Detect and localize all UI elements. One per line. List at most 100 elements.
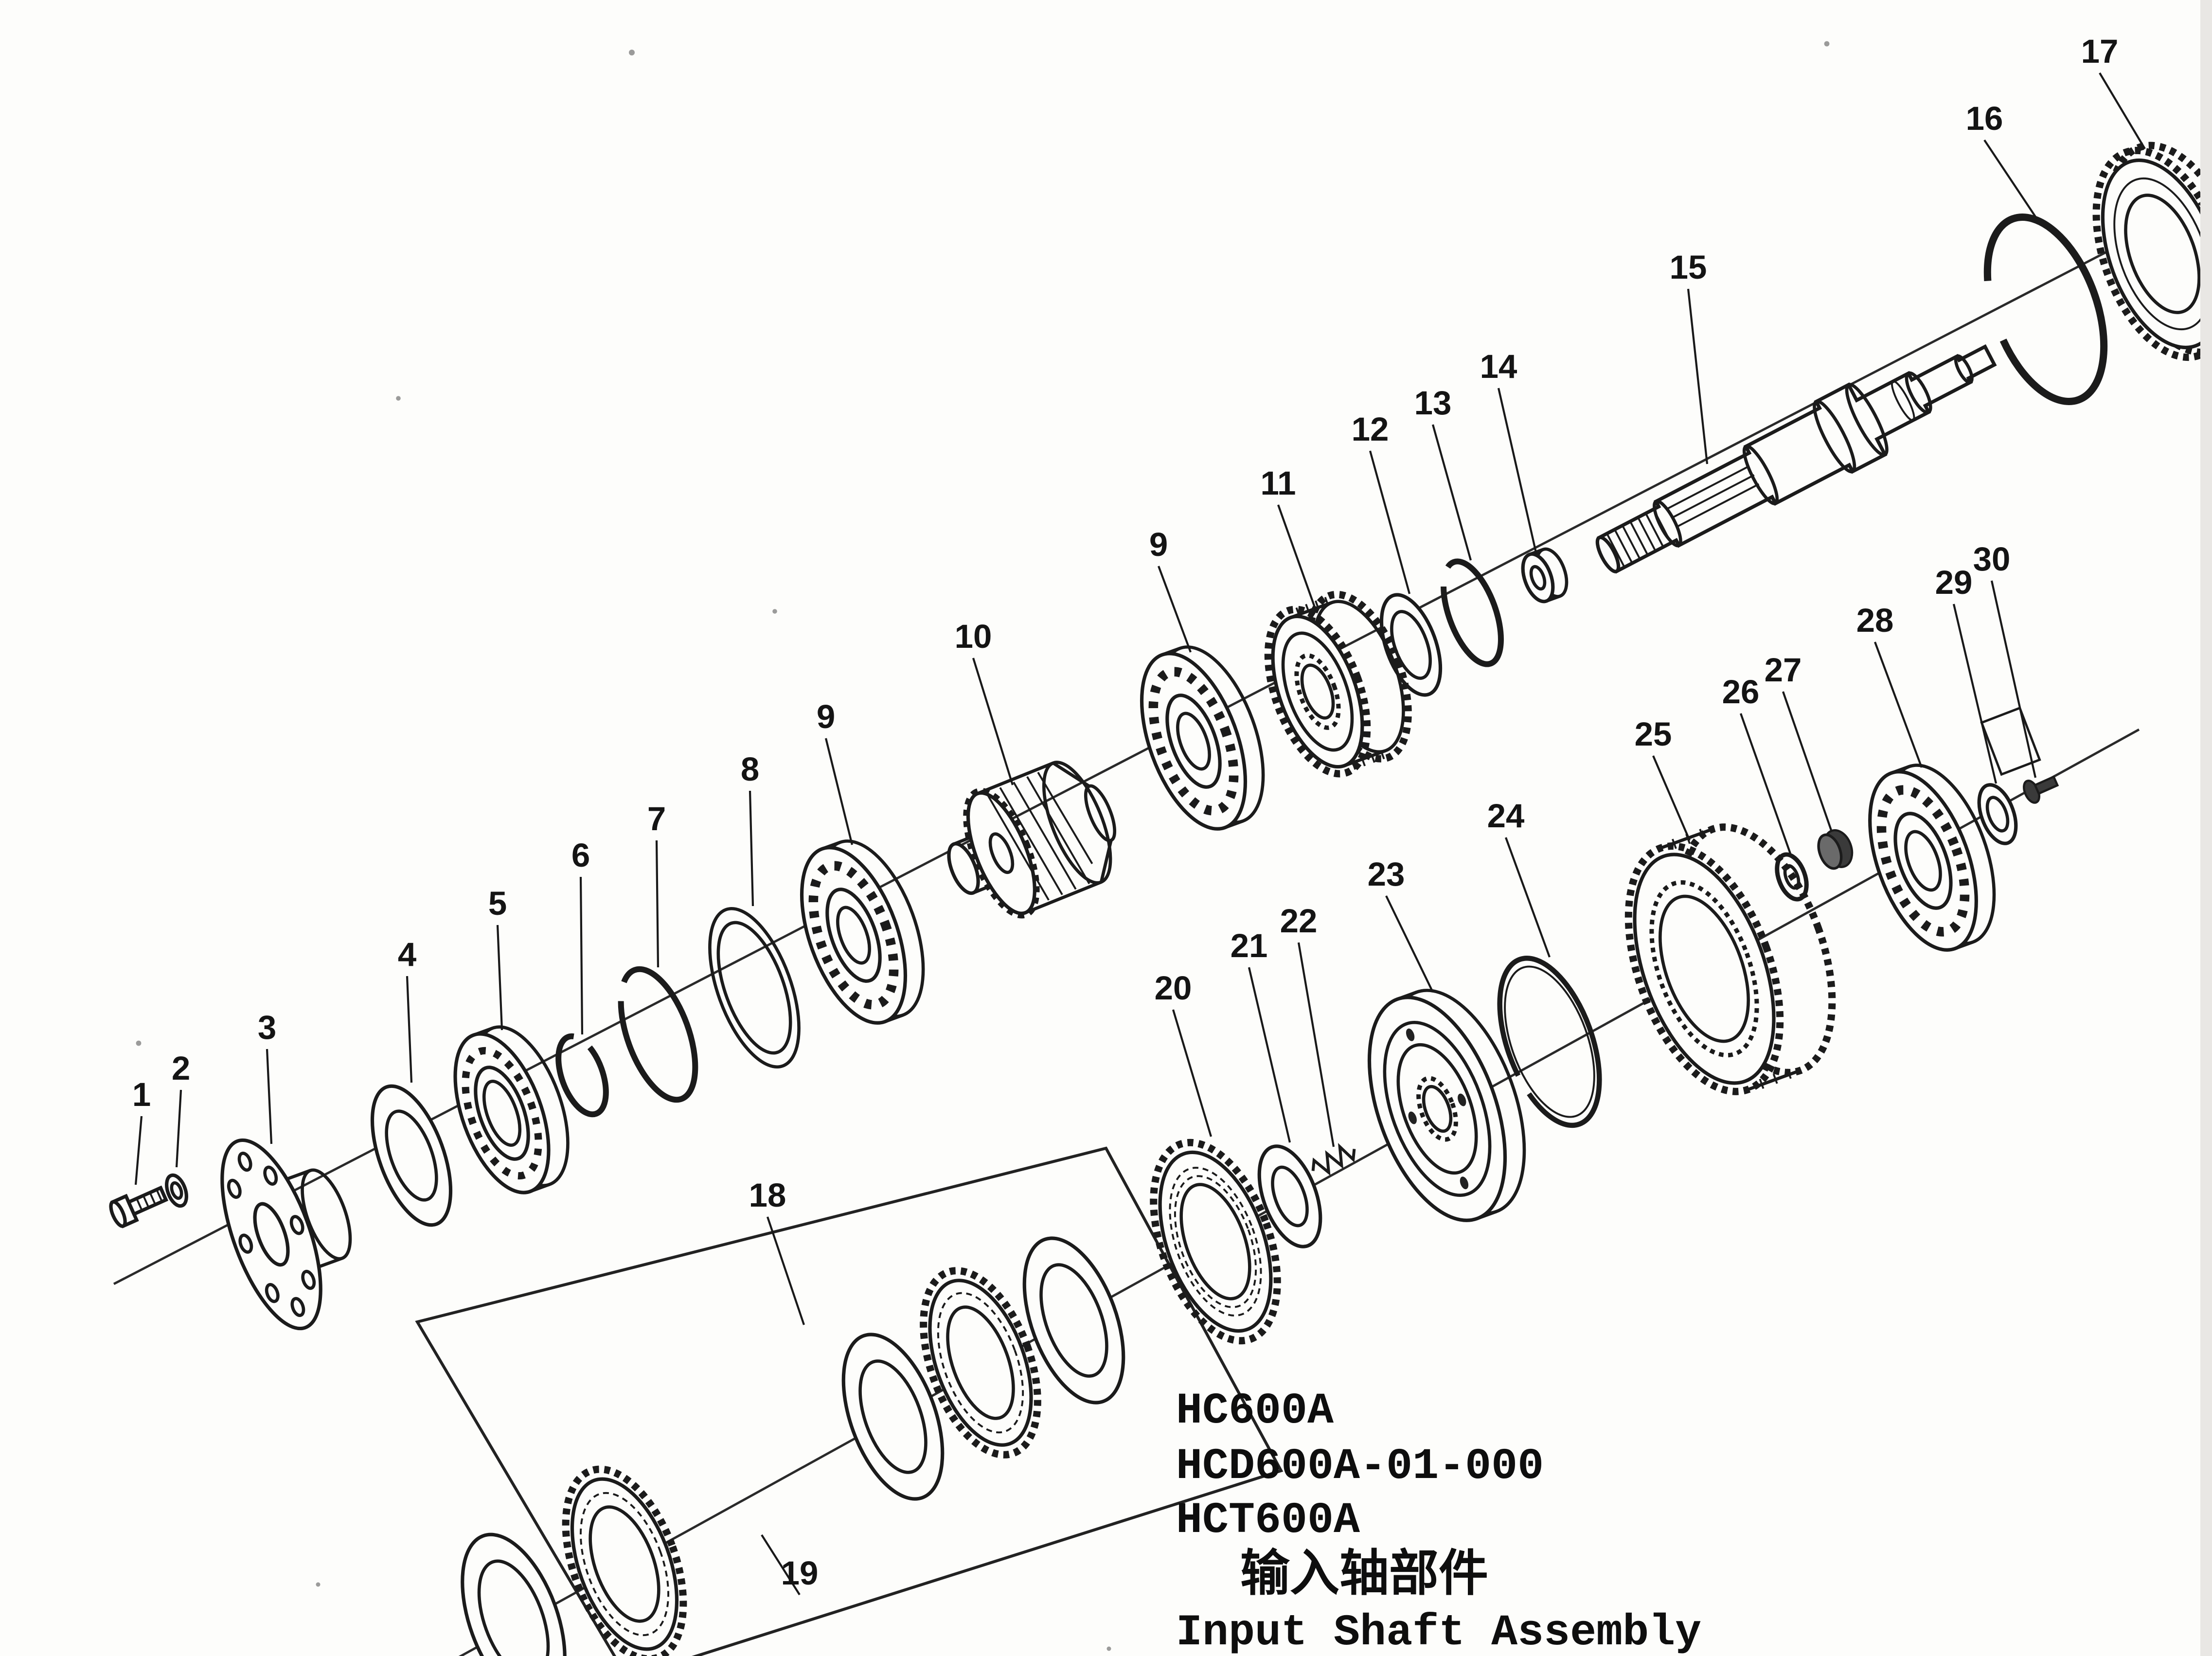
callout-14: 14 <box>1480 348 1538 555</box>
callout-number: 9 <box>1149 526 1168 563</box>
callout-number: 26 <box>1722 673 1760 711</box>
callout-2: 2 <box>172 1050 190 1168</box>
part-11-gear <box>1264 590 1412 778</box>
callout-leader <box>1990 580 2037 778</box>
callout-number: 6 <box>571 837 590 874</box>
clutch-plate-friction-2 <box>920 1267 1041 1459</box>
callout-leader <box>134 1116 143 1185</box>
callout-13: 13 <box>1414 384 1472 561</box>
callout-leader <box>579 876 584 1035</box>
callout-leader <box>1172 1009 1213 1137</box>
callout-number: 30 <box>1973 540 2011 578</box>
part-12-spacer-ring <box>1379 593 1443 697</box>
callout-number: 21 <box>1231 927 1268 964</box>
callout-27: 27 <box>1765 651 1832 831</box>
callout-number: 4 <box>398 936 416 973</box>
part-21-spacer-ring <box>1257 1144 1322 1248</box>
callout-6: 6 <box>571 837 590 1035</box>
callout-7: 7 <box>647 800 666 968</box>
title-line-chinese: 输入轴部件 <box>1240 1545 1488 1603</box>
callout-leader <box>749 790 754 907</box>
part-22-spring <box>1311 1143 1356 1176</box>
clutch-plate-stack <box>461 1236 1125 1656</box>
callout-leader <box>972 658 1014 785</box>
callout-number: 3 <box>258 1009 276 1046</box>
callout-number: 5 <box>488 885 507 922</box>
part-2-washer <box>165 1173 188 1208</box>
callout-leader <box>2099 72 2146 150</box>
part-8-spring-washer <box>708 907 801 1069</box>
title-block: HC600A HCD600A-01-000 HCT600A 输入轴部件 Inpu… <box>1176 1387 1701 1656</box>
callout-26: 26 <box>1722 673 1791 854</box>
callout-1: 1 <box>132 1076 151 1185</box>
callout-16: 16 <box>1966 100 2038 220</box>
callout-leader <box>761 1534 801 1596</box>
callout-leader <box>496 925 503 1031</box>
scan-speckles <box>136 41 1830 1651</box>
callout-11: 11 <box>1261 464 1316 607</box>
callout-number: 16 <box>1966 100 2003 137</box>
callout-leader <box>767 1216 805 1325</box>
callout-leader <box>1158 566 1192 653</box>
part-29-washer <box>1977 783 2018 845</box>
part-3-input-flange <box>220 1138 352 1331</box>
callout-20: 20 <box>1155 969 1213 1137</box>
callout-leader <box>824 738 854 845</box>
callout-number: 12 <box>1352 410 1389 448</box>
callout-leader <box>1431 424 1472 561</box>
callout-3: 3 <box>258 1009 276 1144</box>
callout-leader <box>406 976 413 1083</box>
clutch-plate-steel-3 <box>1022 1236 1125 1405</box>
callout-19: 19 <box>761 1534 819 1596</box>
part-5-bearing <box>453 1025 570 1194</box>
part-25-clutch-drum-gear <box>1624 823 1836 1095</box>
callout-5: 5 <box>488 885 507 1031</box>
part-24-snap-ring <box>1497 956 1602 1128</box>
callout-leader <box>1277 504 1316 607</box>
callout-number: 19 <box>781 1554 819 1592</box>
callout-18: 18 <box>749 1176 805 1325</box>
part-30-bolt <box>2023 775 2059 804</box>
callout-leader <box>1952 604 1998 784</box>
callout-12: 12 <box>1352 410 1411 594</box>
scan-edge <box>2200 0 2212 1656</box>
part-16-snap-ring <box>1983 214 2108 405</box>
part-13-snap-ring <box>1441 558 1504 667</box>
part-27-plug <box>1817 829 1854 870</box>
part-9-bearing-rear <box>1140 645 1265 831</box>
callout-number: 24 <box>1487 797 1525 835</box>
callout-number: 7 <box>647 800 666 837</box>
title-line-model-3: HCT600A <box>1176 1496 1360 1546</box>
callout-number: 28 <box>1856 602 1894 639</box>
clutch-plate-steel-2 <box>841 1333 945 1501</box>
title-line-model-1: HC600A <box>1176 1387 1334 1436</box>
callout-leader <box>1385 895 1434 993</box>
clutch-plate-friction-1 <box>562 1465 687 1656</box>
callout-leader <box>266 1049 273 1144</box>
callout-17: 17 <box>2081 33 2146 150</box>
callout-number: 1 <box>132 1076 151 1113</box>
callout-9: 9 <box>817 698 854 845</box>
callout-8: 8 <box>741 750 759 907</box>
callout-21: 21 <box>1231 927 1291 1143</box>
callout-number: 25 <box>1635 715 1672 753</box>
callout-number: 27 <box>1765 651 1802 689</box>
callout-9: 9 <box>1149 526 1192 653</box>
part-4-seal-ring <box>370 1084 453 1227</box>
callout-leader <box>1369 450 1411 594</box>
callout-number: 8 <box>741 750 759 788</box>
part-6-snap-ring <box>555 1033 609 1118</box>
callout-29: 29 <box>1935 564 1998 784</box>
callout-leader <box>1505 837 1551 958</box>
callout-leader <box>1983 139 2038 220</box>
callout-leader <box>1687 288 1709 464</box>
title-line-english: Input Shaft Assembly <box>1176 1608 1701 1656</box>
callout-22: 22 <box>1280 902 1335 1147</box>
part-9-bearing-front <box>800 839 925 1025</box>
callout-number: 20 <box>1155 969 1192 1007</box>
callout-23: 23 <box>1368 855 1434 993</box>
part-15-input-shaft <box>1595 344 1997 574</box>
callout-30: 30 <box>1973 540 2037 778</box>
